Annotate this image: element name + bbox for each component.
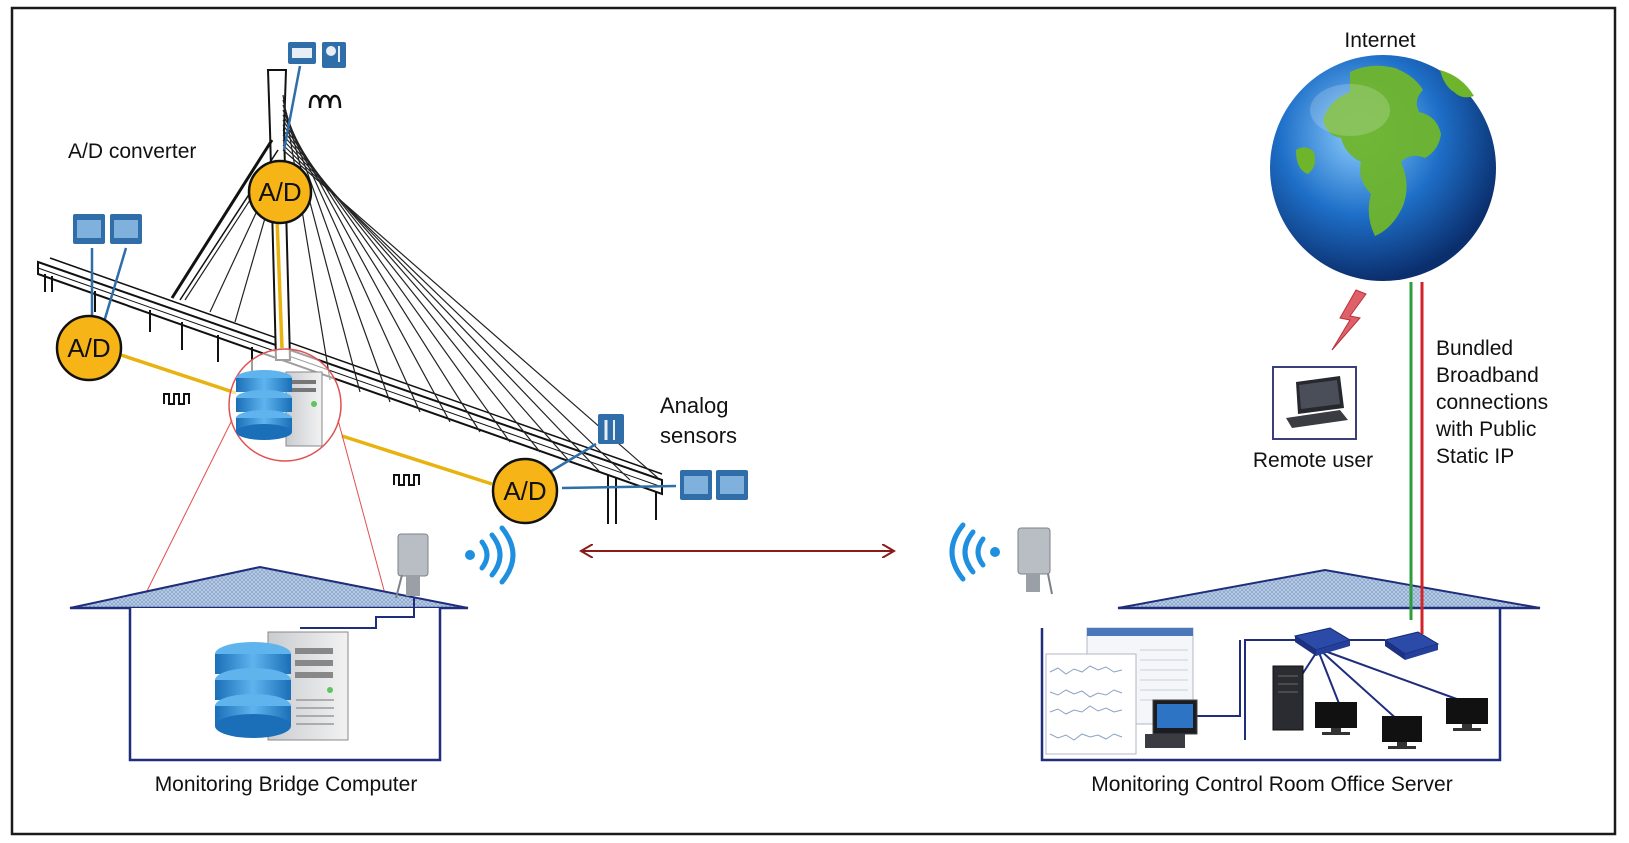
control-room-label: Monitoring Control Room Office Server: [1091, 773, 1452, 796]
analog-sensors-label-line1: Analog: [660, 393, 729, 418]
bridge-computer-label: Monitoring Bridge Computer: [155, 773, 418, 796]
bundled-line: Static IP: [1436, 445, 1514, 468]
ad-badge-label: A/D: [67, 333, 110, 363]
router-icon: [1383, 631, 1440, 660]
wifi-antenna-icon: [1017, 527, 1053, 595]
database-server-icon: [236, 370, 323, 447]
lightning-icon: [1331, 289, 1367, 351]
wifi-waves-icon: [949, 522, 1000, 582]
monitor-icon: [1315, 702, 1357, 735]
router-icon: [1293, 627, 1352, 656]
analog-waveform-icon: [308, 94, 342, 109]
monitor-icon: [1145, 699, 1198, 748]
database-icon: [236, 370, 292, 440]
bundled-line: with Public: [1435, 418, 1536, 441]
sensor-icon: [282, 42, 346, 151]
database-server-icon: [215, 631, 349, 741]
analog-sensors-label-line2: sensors: [660, 423, 737, 448]
digital-waveform-icon: [163, 393, 190, 405]
tower-pc-icon: [1272, 665, 1304, 731]
ad-converter-label: A/D converter: [68, 140, 196, 163]
sensor-icon: [561, 470, 748, 500]
database-icon: [215, 642, 291, 738]
ad-converter-badge: A/D: [247, 159, 313, 225]
internet-label: Internet: [1344, 29, 1415, 52]
zoom-line: [139, 419, 233, 606]
bundled-line: connections: [1436, 391, 1548, 414]
sensor-icon: [544, 414, 624, 477]
remote-user-label: Remote user: [1253, 449, 1373, 472]
globe-icon: [1270, 55, 1496, 281]
digital-waveform-icon: [393, 474, 420, 486]
bundled-line: Bundled: [1436, 337, 1513, 360]
ad-badge-label: A/D: [503, 476, 546, 506]
zoom-line: [337, 419, 389, 606]
bridge-computer-house: [69, 565, 469, 762]
bundled-broadband-label: Bundled Broadband connections with Publi…: [1435, 337, 1548, 468]
ad-converter-badge: A/D: [491, 457, 559, 525]
wifi-waves-icon: [465, 525, 516, 585]
bridge-server-callout: [228, 348, 342, 462]
laptop-icon: [1272, 366, 1357, 440]
bridge-structure: [37, 69, 663, 524]
diagram-frame: [10, 6, 1617, 836]
ad-badge-label: A/D: [258, 177, 301, 207]
wifi-antenna-icon: [395, 533, 429, 599]
bundled-line: Broadband: [1436, 364, 1539, 387]
ad-converter-badge: A/D: [55, 314, 123, 382]
monitor-icon: [1382, 716, 1422, 749]
monitor-icon: [1446, 698, 1488, 731]
control-room-house: [1040, 568, 1541, 762]
sensor-icon: [73, 214, 142, 323]
